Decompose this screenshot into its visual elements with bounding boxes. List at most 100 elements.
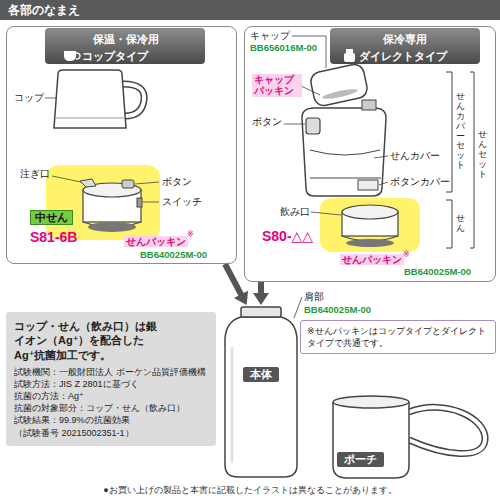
connector-line xyxy=(225,264,242,296)
stopper-gasket xyxy=(88,222,136,232)
part-label: せんパッキン xyxy=(124,236,188,247)
leader-line xyxy=(379,182,388,185)
bracket xyxy=(446,200,452,248)
pouch-strap-inner xyxy=(409,407,485,453)
bottle-icon-top xyxy=(346,49,353,53)
header-band xyxy=(45,28,205,64)
note-mark: ※ xyxy=(187,230,194,240)
leader-line xyxy=(143,202,159,203)
leader-line xyxy=(135,182,159,184)
type-panel: 保温・保冷用コップタイプ中せん xyxy=(6,26,237,264)
leader-line xyxy=(311,212,341,215)
part-label: 肩部 xyxy=(304,291,324,302)
leader-line xyxy=(374,156,388,158)
pouch: ポーチ xyxy=(325,388,493,480)
part-tag: 中せん xyxy=(30,210,73,225)
cup xyxy=(54,70,126,128)
info-line: 抗菌の対象部分：コップ・せん（飲み口） xyxy=(14,402,208,414)
panel-heading: 保温・保冷用 xyxy=(46,33,206,46)
button-cover xyxy=(358,180,378,190)
leader-line xyxy=(45,98,57,99)
info-box: コップ・せん（飲み口）は銀イオン（Ag⁺）を配合したAg⁺抗菌加工です。試験機関… xyxy=(6,312,216,446)
panel-heading: 保冷専用 xyxy=(330,33,480,46)
bottle-body: 本体 xyxy=(222,305,300,480)
stopper-spout xyxy=(80,179,96,187)
leader-line xyxy=(294,297,302,318)
bottle-body-outline xyxy=(225,317,297,477)
part-label: 飲み口 xyxy=(280,206,310,217)
info-lead: コップ・せん（飲み口）は銀イオン（Ag⁺）を配合したAg⁺抗菌加工です。 xyxy=(14,319,164,362)
bracket xyxy=(470,72,474,248)
arrow-head xyxy=(253,293,269,305)
pouch-strap xyxy=(409,407,485,453)
info-line: 試験結果：99.9%の抗菌効果 xyxy=(14,414,208,426)
part-label: ボタン xyxy=(162,176,192,187)
cover-line xyxy=(310,150,380,155)
footnote: ●お買い上げの製品と本書に記載したイラストは異なることがあります。 xyxy=(0,485,500,496)
part-highlight xyxy=(320,198,420,252)
part-number: BB656016M-00 xyxy=(250,42,317,53)
connector-arrow xyxy=(253,282,269,305)
cap-body xyxy=(302,108,386,196)
part-label: コップ xyxy=(14,92,44,103)
arrow-head xyxy=(234,291,248,305)
pouch-label: ポーチ xyxy=(337,452,384,467)
info-line: （試験番号 20215002351-1） xyxy=(14,427,208,439)
cup-icon xyxy=(64,51,76,61)
pouch-body xyxy=(333,402,409,478)
cap-hinge xyxy=(362,100,376,110)
part-label: せんカバー xyxy=(390,150,440,161)
part-label: ボタンカバー xyxy=(390,176,450,187)
cap-lid xyxy=(309,63,369,107)
part-label: キャップ xyxy=(250,30,290,41)
stopper-button xyxy=(122,180,134,188)
panel-subheading: ダイレクトタイプ xyxy=(359,50,447,63)
bottle-shine xyxy=(231,347,234,463)
part-label: せんパッキン xyxy=(340,254,404,265)
info-line: 抗菌の方法：Ag⁺ xyxy=(14,390,208,402)
cap-button xyxy=(306,118,320,134)
part-label: ボタン xyxy=(252,116,282,127)
cup-rim-line xyxy=(56,118,124,119)
leader-line xyxy=(284,124,305,125)
bottle-outline xyxy=(222,305,300,480)
bottle-mouth xyxy=(241,307,281,317)
mouthpiece-gasket xyxy=(346,239,394,247)
leader-line xyxy=(301,86,320,95)
part-label: キャップ パッキン xyxy=(252,74,302,97)
pouch-rim xyxy=(333,396,409,408)
cover-line xyxy=(310,178,381,179)
cup-handle-inner xyxy=(123,84,144,116)
info-line: 試験方法：JIS Z 2801に基づく xyxy=(14,378,208,390)
part-number: BB640025M-00 xyxy=(140,249,207,260)
note-text: ※せんパッキンはコップタイプとダイレクトタイプで共通です。 xyxy=(307,325,489,349)
note-box: ※せんパッキンはコップタイプとダイレクトタイプで共通です。 xyxy=(300,320,496,354)
title-bar xyxy=(0,0,500,20)
part-number: BB640025M-00 xyxy=(404,266,471,277)
cap-gasket xyxy=(322,87,358,100)
bracket-label: せんカバーセット xyxy=(456,92,465,171)
part-name: 中せん xyxy=(35,211,68,224)
panel-subheading: コップタイプ xyxy=(82,50,148,63)
info-line: 試験機関：一般財団法人 ボーケン品質評価機構 xyxy=(14,366,208,378)
header-band xyxy=(330,28,480,64)
body-label: 本体 xyxy=(243,367,279,382)
bracket-label: せんセット xyxy=(478,130,487,179)
cup-handle xyxy=(123,84,144,116)
page-title: 各部のなまえ xyxy=(8,3,80,17)
cup-icon-handle xyxy=(76,53,80,59)
bottle-icon xyxy=(344,53,355,62)
part-number: S80-△△ xyxy=(262,228,313,245)
mouthpiece-top xyxy=(342,205,398,219)
part-label: 注ぎ口 xyxy=(20,168,50,179)
part-highlight xyxy=(46,165,160,240)
leader-line xyxy=(52,176,81,182)
stopper-switch xyxy=(137,198,142,207)
bracket xyxy=(446,72,452,192)
note-mark: ※ xyxy=(403,250,410,260)
part-number: S81-6B xyxy=(30,229,77,246)
part-number: BB640025M-00 xyxy=(304,304,371,315)
bracket-label: せん xyxy=(456,214,465,234)
part-label: スイッチ xyxy=(162,196,202,207)
